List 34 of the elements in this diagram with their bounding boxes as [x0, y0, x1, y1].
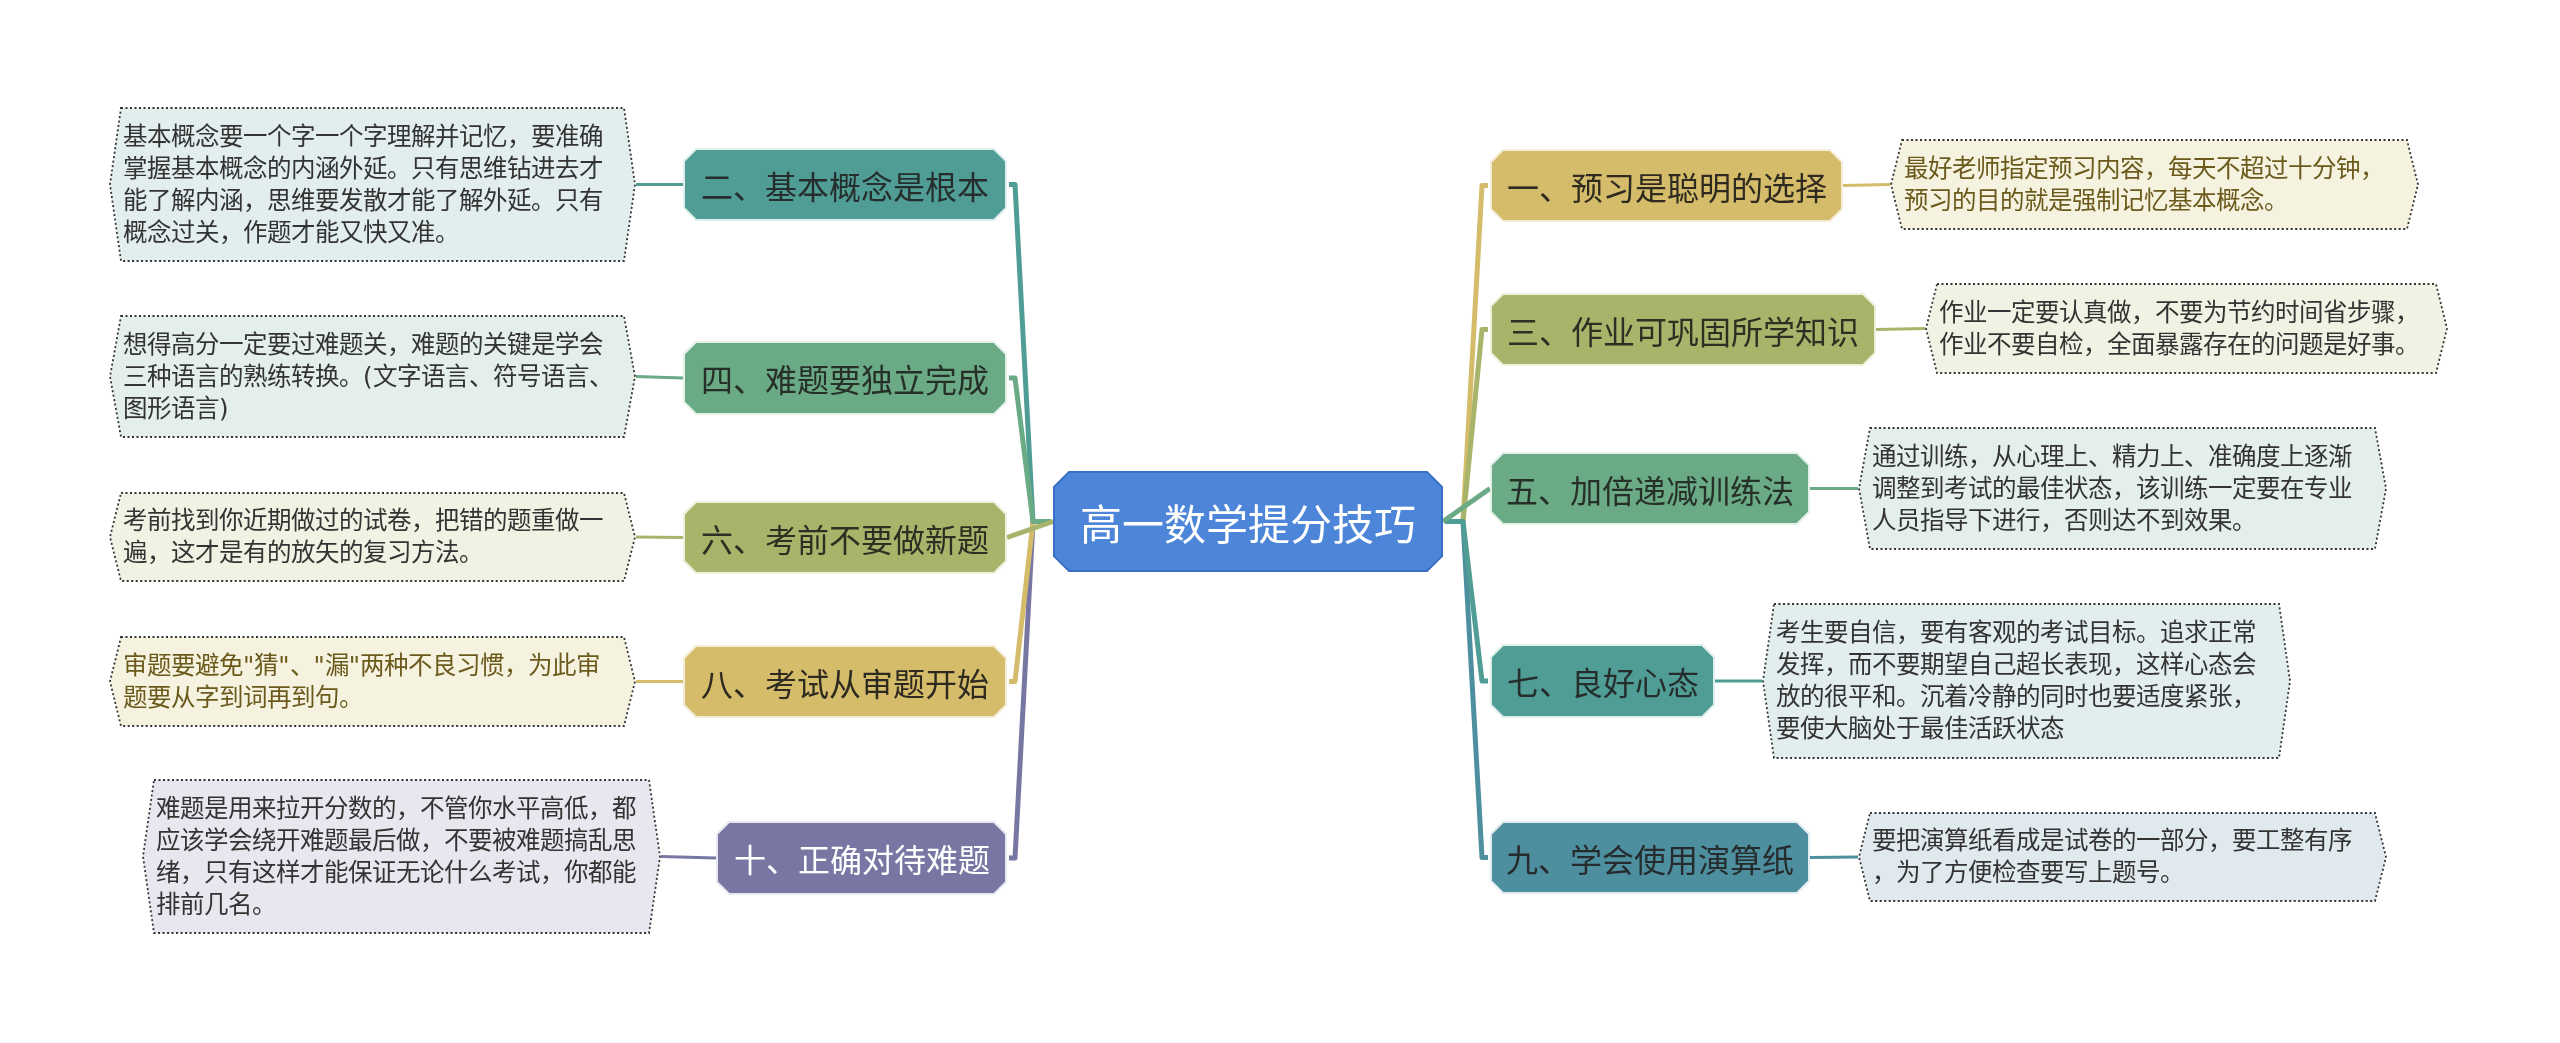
topic-box: 五、加倍递减训练法	[1490, 452, 1810, 525]
note-box: 作业一定要认真做，不要为节约时间省步骤，作业不要自检，全面暴露存在的问题是好事。	[1925, 283, 2448, 374]
connector-line	[1715, 679, 1762, 683]
note-box: 要把演算纸看成是试卷的一部分，要工整有序，为了方便检查要写上题号。	[1858, 812, 2387, 902]
connector-line	[1445, 519, 1488, 684]
connector-line	[636, 680, 683, 683]
topic-box: 六、考前不要做新题	[683, 501, 1007, 574]
note-box: 想得高分一定要过难题关，难题的关键是学会三种语言的熟练转换。(文字语言、符号语言、图形语言)	[109, 315, 636, 438]
connector-line	[1810, 855, 1858, 859]
connector-line	[636, 535, 683, 539]
connector-line	[1006, 519, 1054, 540]
topic-box: 一、预习是聪明的选择	[1490, 149, 1843, 222]
topic-box: 二、基本概念是根本	[683, 148, 1007, 221]
topic-box: 四、难题要独立完成	[683, 341, 1007, 415]
connector-line	[1009, 375, 1051, 524]
topic-box: 八、考试从审题开始	[683, 645, 1007, 718]
central-topic-box: 高一数学提分技巧	[1053, 471, 1443, 572]
note-box: 通过训练，从心理上、精力上、准确度上逐渐调整到考试的最佳状态，该训练一定要在专业人员指导下进行，否则达不到效果。	[1858, 427, 2387, 550]
topic-box: 九、学会使用演算纸	[1490, 821, 1810, 894]
connector-line	[636, 183, 683, 186]
note-box: 考生要自信，要有客观的考试目标。追求正常发挥，而不要期望自己超长表现，这样心态会放的很平和。沉着冷静的同时也要适度紧张，要使大脑处于最佳活跃状态	[1762, 603, 2291, 759]
topic-box: 十、正确对待难题	[716, 821, 1007, 895]
note-box: 难题是用来拉开分数的，不管你水平高低，都应该学会绕开难题最后做，不要被难题搞乱思绪，只有这样才能保证无论什么考试，你都能排前几名。	[142, 779, 661, 934]
topic-box: 七、良好心态	[1490, 644, 1715, 718]
note-box: 最好老师指定预习内容，每天不超过十分钟，预习的目的就是强制记忆基本概念。	[1890, 139, 2419, 230]
connector-line	[635, 375, 684, 380]
connector-line	[1810, 487, 1858, 490]
note-box: 基本概念要一个字一个字理解并记忆，要准确掌握基本概念的内涵外延。只有思维钻进去才能了解内涵，思维要发散才能了解外延。只有概念过关，作题才能又快又准。	[109, 107, 636, 262]
connector-line	[660, 855, 717, 860]
topic-box: 三、作业可巩固所学知识	[1490, 293, 1876, 366]
connector-line	[1875, 327, 1926, 331]
note-box: 审题要避免"猜"、"漏"两种不良习惯，为此审题要从字到词再到句。	[109, 636, 636, 727]
connector-line	[1842, 183, 1891, 187]
note-box: 考前找到你近期做过的试卷，把错的题重做一遍，这才是有的放矢的复习方法。	[109, 492, 636, 582]
